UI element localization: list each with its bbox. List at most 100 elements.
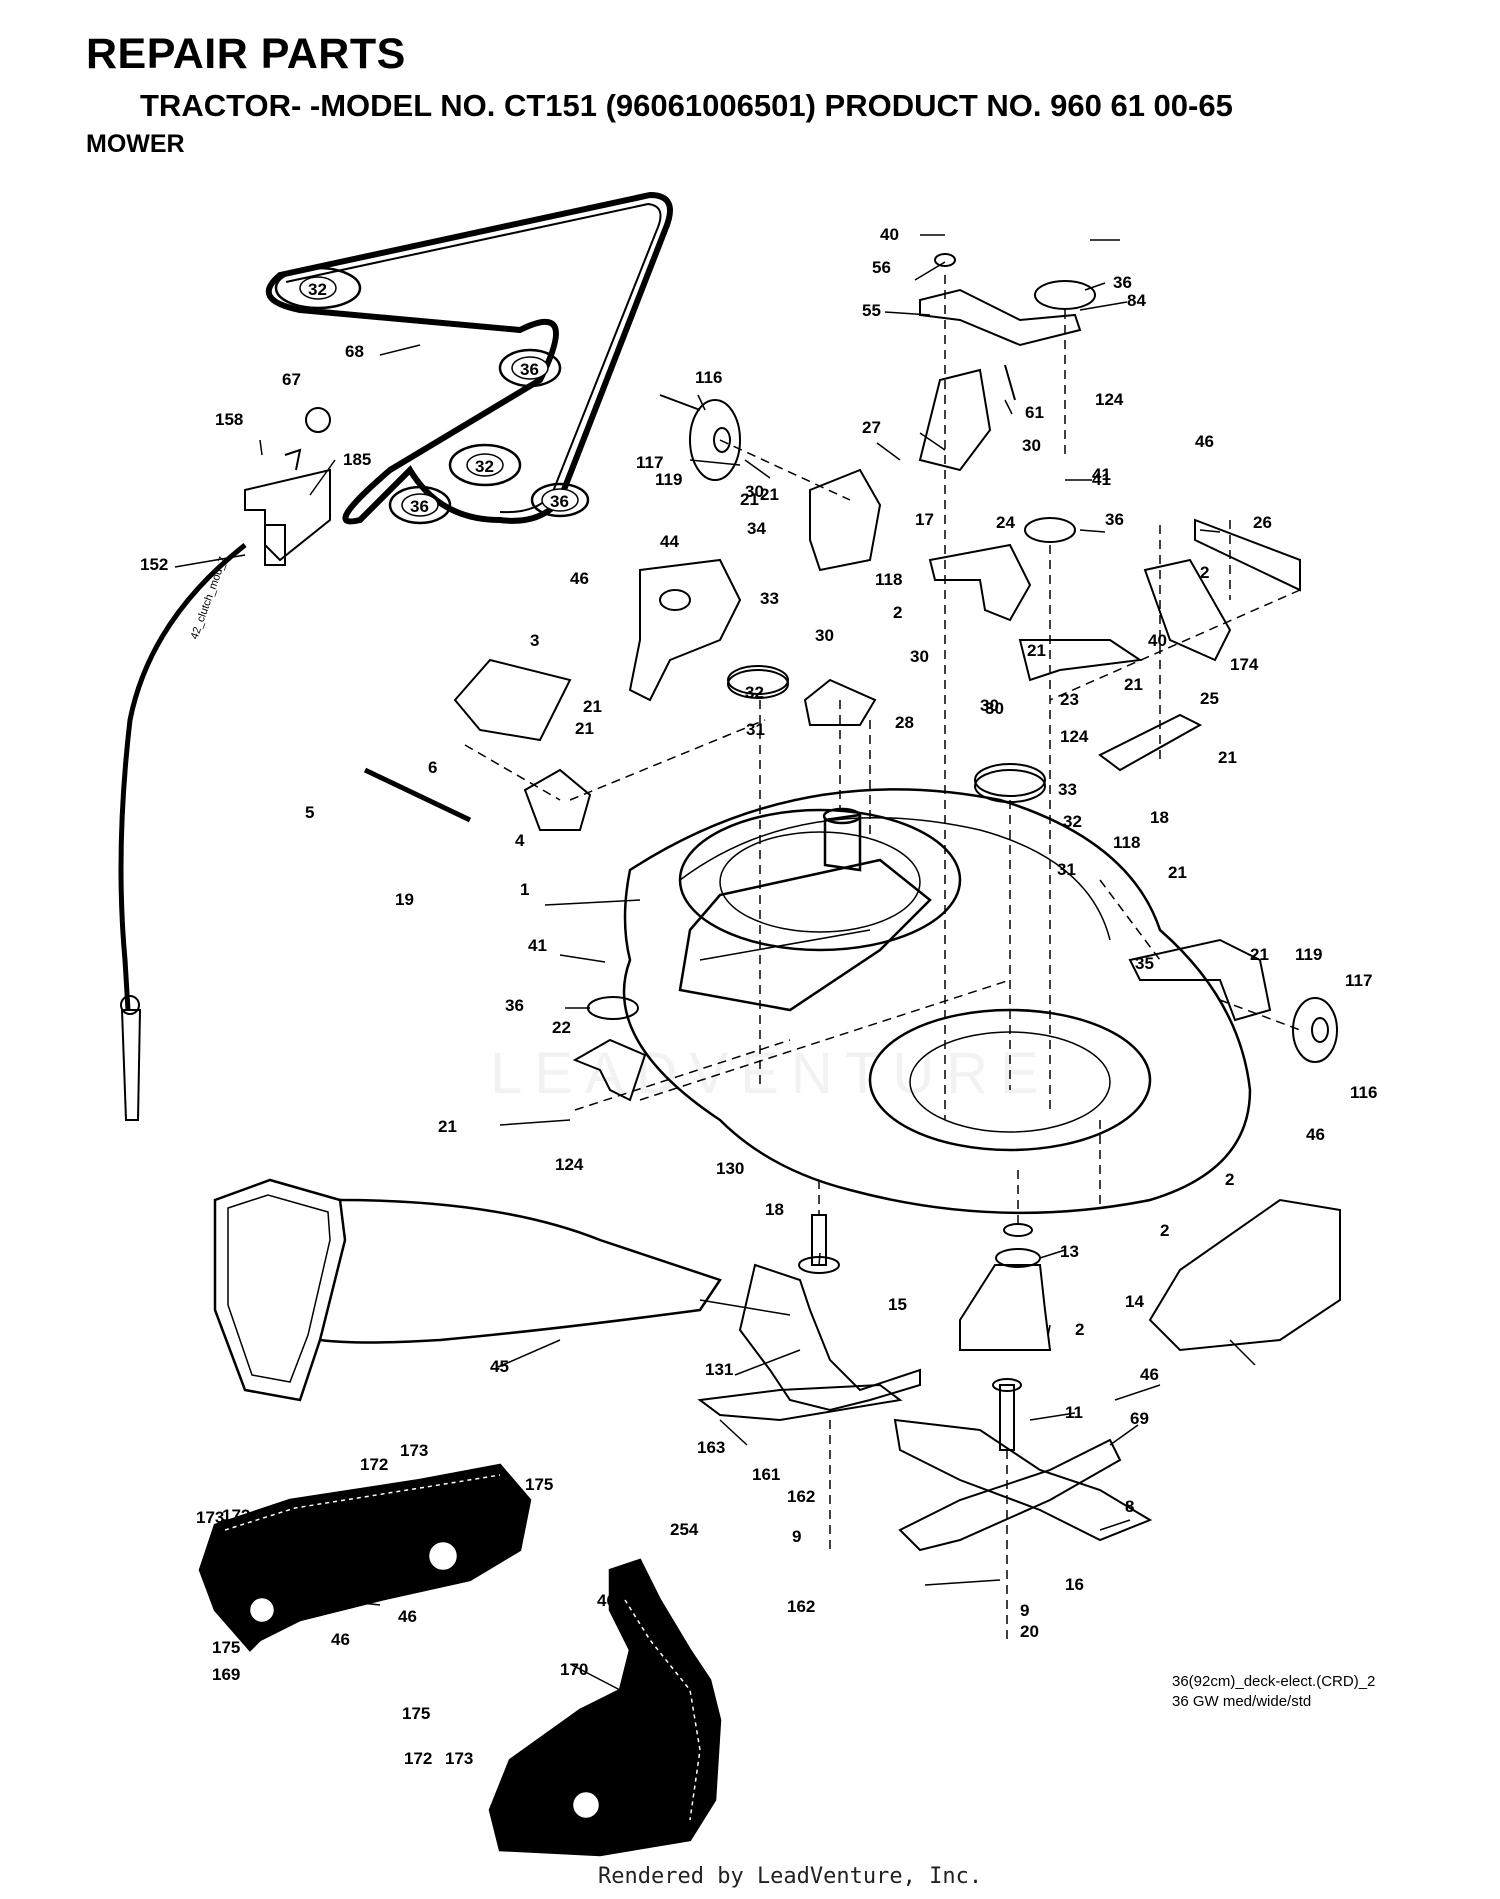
pulley-text-b: 36 [520,360,539,379]
part-callout-30: 30 [1022,436,1041,455]
part-callout-185: 185 [343,450,371,469]
part-callout-175: 175 [212,1638,240,1657]
part-callout-20: 20 [1020,1622,1039,1641]
part-callout-26: 26 [1253,513,1272,532]
part-callout-30: 30 [815,626,834,645]
part-callout-172: 172 [222,1506,250,1525]
part-callout-40: 40 [880,225,899,244]
part-callout-117: 117 [636,453,663,472]
watermark: LEADVENTURE [490,1041,1051,1106]
part-callout-21: 21 [1250,945,1269,964]
part-callout-161: 161 [752,1465,780,1484]
part-callout-119: 119 [655,470,682,489]
part-callout-32: 32 [1063,812,1082,831]
part-callout-124: 124 [1095,390,1124,409]
part-callout-56: 56 [872,258,891,277]
part-callout-2: 2 [1200,563,1209,582]
part-callout-19: 19 [395,890,414,909]
cable-label: 42_clutch_mod_7 [189,555,230,641]
part-callout-36: 36 [1113,273,1132,292]
pulley-text-c: 32 [475,457,494,476]
part-callout-254: 254 [670,1520,699,1539]
part-callout-55: 55 [862,301,881,320]
part-callout-34: 34 [747,519,766,538]
part-callout-22: 22 [552,1018,571,1037]
part-callout-14: 14 [1125,1292,1144,1311]
section-label: MOWER [86,130,185,158]
gauge-wheel-left [659,394,741,481]
plate-23 [1018,639,1143,682]
part-callout-45: 45 [490,1357,509,1376]
part-callout-33: 33 [1058,780,1077,799]
part-callout-27: 27 [862,418,881,437]
part-callout-6: 6 [428,758,437,777]
page-title: REPAIR PARTS [86,30,406,78]
part-callout-46: 46 [597,1591,616,1610]
part-callout-46: 46 [528,1825,547,1844]
part-callout-46: 46 [1306,1125,1325,1144]
bracket-35 [1128,938,1272,1022]
part-callout-124: 124 [1060,727,1089,746]
part-callout-31: 31 [746,720,765,739]
part-callout-21: 21 [740,490,759,509]
part-callout-18: 18 [765,1200,784,1219]
part-callout-13: 13 [1060,1242,1079,1261]
part-callout-3: 3 [530,631,539,650]
part-callout-36: 36 [505,996,524,1015]
center-pulleys [727,517,1076,803]
mulch-kit-169 [198,1463,532,1652]
part-callout-1: 1 [520,880,529,899]
pulley-text-e: 36 [550,492,569,511]
part-callout-21: 21 [575,719,594,738]
part-callout-41: 41 [1092,470,1111,489]
part-callout-21: 21 [438,1117,457,1136]
part-callout-15: 15 [888,1295,907,1314]
part-callout-116: 116 [695,368,722,387]
part-callout-16: 16 [1065,1575,1084,1594]
part-callout-162: 162 [787,1487,815,1506]
part-callout-9: 9 [1020,1601,1029,1620]
part-callout-41: 41 [528,936,547,955]
part-callout-46: 46 [331,1630,350,1649]
arm-25 [1098,713,1203,772]
clutch-cable [118,543,247,1011]
part-callout-44: 44 [660,532,679,551]
part-callout-40: 40 [1148,631,1167,650]
pulley-label-a: 32 [299,276,337,300]
mulch-kit-170 [488,1558,722,1857]
mower-deck [622,788,1252,1215]
part-callout-175: 175 [525,1475,553,1494]
part-callout-163: 163 [697,1438,725,1457]
link-rod-6 [363,767,472,823]
blade-16 [893,1378,1153,1552]
part-callout-28: 28 [895,713,914,732]
pulley-label-c: 32 [466,453,504,477]
part-callout-175: 175 [402,1704,430,1723]
discharge-chute [213,1178,722,1402]
part-callout-117: 117 [1345,971,1372,990]
part-callout-2: 2 [1160,1221,1169,1240]
drive-belt [265,191,673,525]
part-callout-172: 172 [404,1749,432,1768]
part-callout-169: 169 [212,1665,240,1684]
shield-45 [1148,1198,1341,1352]
pulley-label-b: 36 [511,356,549,380]
part-callout-17: 17 [915,510,934,529]
bracket-22 [572,1038,647,1102]
diagram-note-2: 36 GW med/wide/std [1172,1693,1312,1710]
part-callout-46: 46 [398,1607,417,1626]
part-callout-116: 116 [1350,1083,1377,1102]
part-callout-84: 84 [1127,291,1146,310]
footer-credit: Rendered by LeadVenture, Inc. [598,1864,983,1889]
part-callout-173: 173 [400,1441,428,1460]
part-callout-18: 18 [1150,808,1169,827]
gauge-wheel-right [1292,997,1338,1063]
part-callout-21: 21 [1168,863,1187,882]
part-callout-21: 21 [1218,748,1237,767]
part-callout-24: 24 [996,513,1015,532]
part-callout-131: 131 [705,1360,733,1379]
guide-lines [464,275,1301,1640]
part-callout-46: 46 [1140,1365,1159,1384]
part-callout-162: 162 [787,1597,815,1616]
